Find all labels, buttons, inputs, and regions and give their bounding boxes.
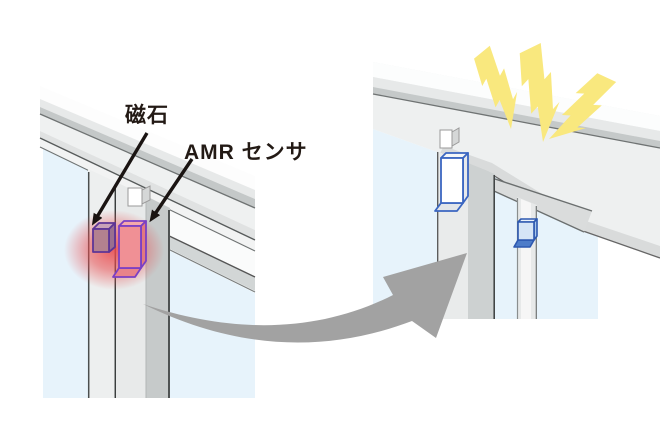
amr-sensor-label: AMR センサ (184, 141, 308, 164)
magnet-device-alarm (513, 218, 538, 248)
rail-bracket (439, 127, 460, 149)
magnet-front-face (92, 228, 110, 253)
alarm-flash-icon (474, 42, 617, 142)
closed-window-panel (39, 86, 256, 398)
magnetic-field-glow (64, 210, 164, 290)
amr-sensor-device (112, 220, 147, 278)
sensor-front-face (118, 225, 142, 269)
glass-left-pane (43, 149, 88, 398)
sensor-pointer-arrow (149, 158, 194, 223)
lightning-bolt-middle (519, 42, 560, 142)
rail-bracket (127, 185, 151, 207)
magnet-device (92, 222, 116, 253)
sensor-bottom-face (112, 267, 142, 278)
open-transition-arrow-icon (143, 253, 467, 343)
lightning-bolt-right (549, 73, 617, 139)
magnet-pointer-arrow (91, 132, 149, 226)
sensor-front-face (440, 157, 464, 204)
magnet-bottom-face (513, 239, 535, 248)
magnet-label: 磁石 (125, 104, 169, 127)
magnet-front-face (517, 221, 535, 241)
lightning-bolt-left (474, 45, 518, 129)
open-sash-rail (483, 176, 592, 232)
amr-sensor-device-alarm (434, 152, 469, 212)
magnet-side-face (108, 222, 116, 253)
far-sash-rail (163, 233, 255, 291)
